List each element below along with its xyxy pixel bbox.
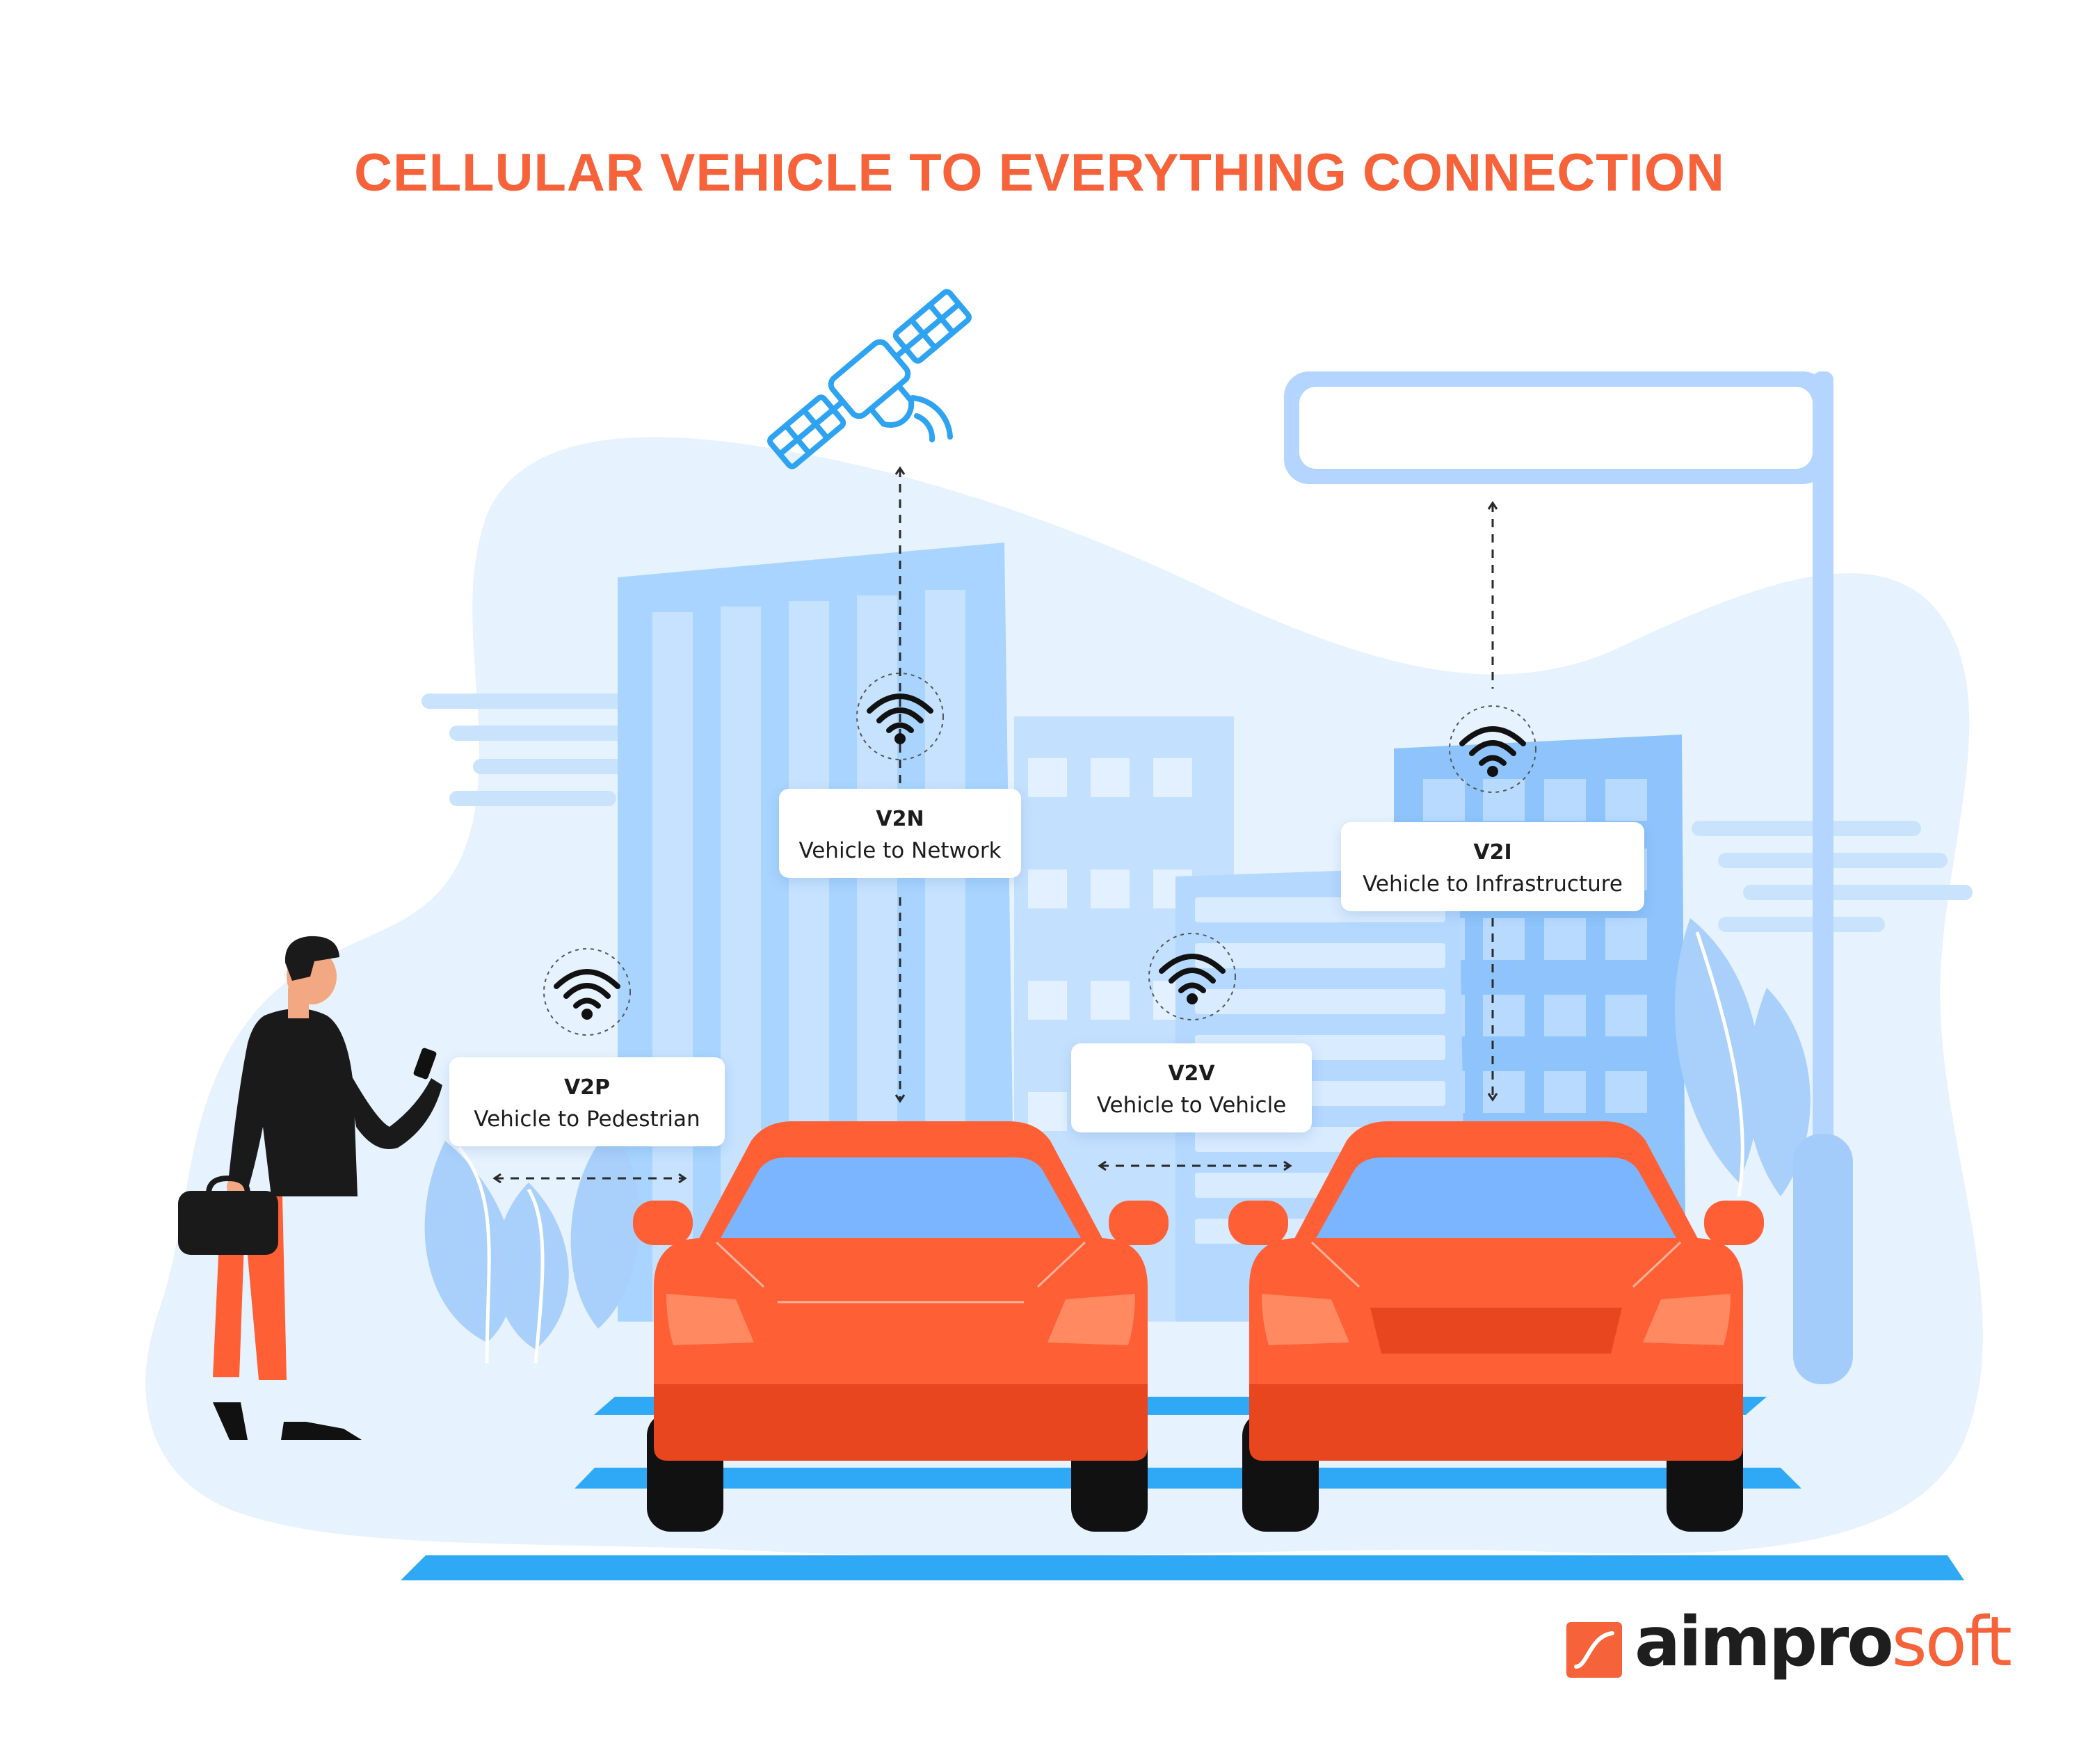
- label-name: Vehicle to Vehicle: [1096, 1093, 1287, 1118]
- label-v2p: V2P Vehicle to Pedestrian: [449, 1057, 725, 1146]
- label-v2v: V2V Vehicle to Vehicle: [1071, 1043, 1312, 1132]
- satellite-icon: [767, 289, 972, 470]
- label-name: Vehicle to Network: [798, 838, 1002, 863]
- page-title: CELLULAR VEHICLE TO EVERYTHING CONNECTIO…: [354, 143, 1725, 202]
- pedestrian-icon: [178, 936, 442, 1440]
- car-left: [633, 1121, 1169, 1532]
- label-v2n: V2N Vehicle to Network: [779, 789, 1021, 878]
- label-code: V2N: [876, 807, 924, 831]
- logo-text-dark: aimpro: [1635, 1603, 1894, 1682]
- label-code: V2I: [1473, 840, 1512, 865]
- label-name: Vehicle to Infrastructure: [1363, 872, 1623, 897]
- logo-text-accent: soft: [1891, 1603, 2012, 1682]
- road-sign-icon: [1284, 371, 1853, 1384]
- connection-arrows: [495, 469, 1493, 1178]
- label-name: Vehicle to Pedestrian: [474, 1107, 700, 1132]
- plant-right: [1674, 918, 1811, 1197]
- label-v2i: V2I Vehicle to Infrastructure: [1341, 822, 1644, 911]
- car-right: [1228, 1121, 1764, 1532]
- label-code: V2P: [563, 1075, 611, 1100]
- label-code: V2V: [1168, 1061, 1215, 1086]
- logo-wordmark: aimprosoft: [1635, 1608, 2012, 1676]
- logo-mark-icon: [1566, 1622, 1622, 1678]
